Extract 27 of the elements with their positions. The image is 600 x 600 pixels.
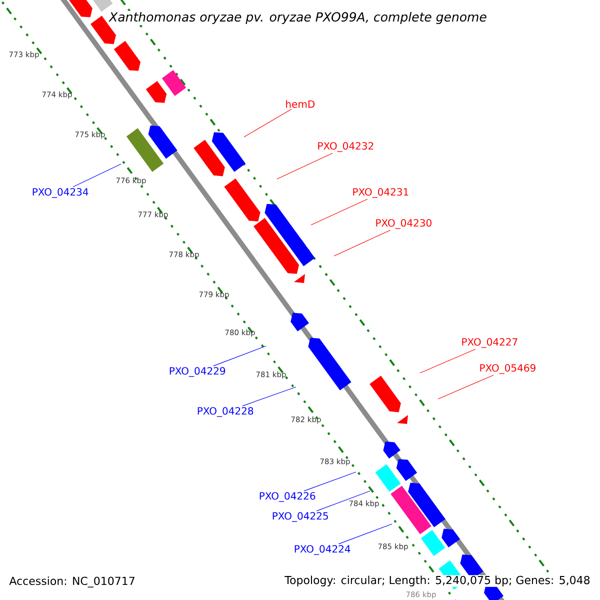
leader-line: [244, 108, 292, 138]
leader-line: [334, 230, 391, 256]
leader-line: [276, 152, 333, 180]
gene-label: PXO_04231: [353, 188, 408, 198]
footer-text: Accession: NC_010717: [8, 576, 136, 588]
gene-label: PXO_04225: [272, 512, 328, 522]
title: Xanthomonas oryzae pv. oryzae PXO99A, complete genome: [108, 10, 488, 26]
gene-label: PXO_04224: [294, 545, 350, 555]
gene-label: PXO_04232: [318, 142, 374, 152]
gene-label: PXO_04228: [198, 407, 254, 417]
leader-line: [310, 198, 368, 226]
gene-label: PXO_04230: [376, 219, 432, 229]
leader-line: [316, 490, 370, 512]
gene-label: PXO_04226: [260, 492, 316, 502]
gene-label: PXO_04227: [462, 338, 518, 348]
leader-line: [213, 346, 266, 366]
gene-label: PXO_04229: [170, 367, 226, 377]
gene-label: hemD: [286, 100, 315, 108]
leader-line: [438, 374, 494, 400]
footer-text: Topology: circular; Length: 5,240,075 bp; Genes: 5,048: [284, 575, 591, 587]
leader-line: [338, 524, 392, 544]
gene-label: PXO_04234: [32, 188, 88, 198]
gene-label: PXO_05469: [480, 364, 536, 374]
leader-line: [242, 386, 296, 406]
leader-line: [72, 164, 122, 188]
leader-line: [304, 472, 356, 492]
leader-line: [420, 348, 476, 374]
